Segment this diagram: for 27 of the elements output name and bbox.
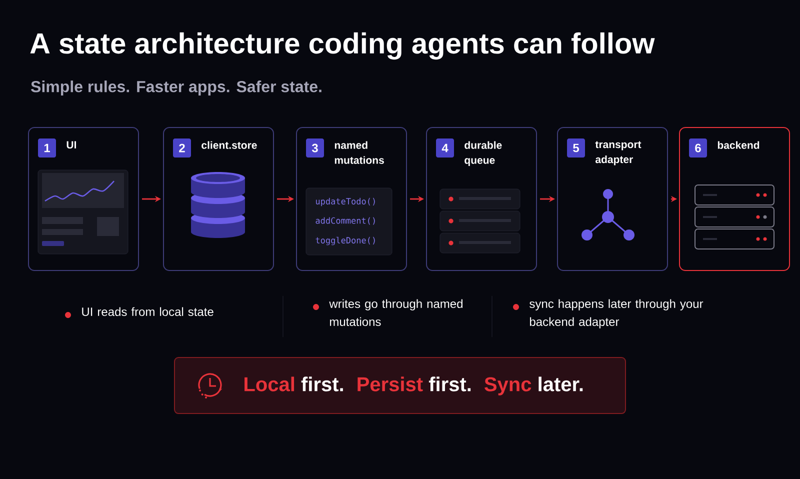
subtitle: Simple rules. Faster apps. Safer state. — [31, 80, 322, 96]
code-line: toggleDone() — [316, 236, 375, 246]
step-title: UI — [66, 141, 76, 149]
bullet-text: writes go through named mutations — [329, 299, 462, 326]
node-label: Local — [244, 376, 294, 392]
step-number-badge: 6 — [689, 138, 707, 158]
node-label: first. — [301, 376, 343, 392]
slogan: Local first. Persist first. Sync later. — [244, 376, 583, 396]
step-number-badge: 4 — [436, 138, 454, 158]
step-number-badge: 1 — [38, 138, 56, 158]
bullet-text: sync happens later through your backend adapter — [530, 299, 704, 328]
title: A state architecture coding agents can follow — [30, 32, 655, 60]
code-line: updateTodo() — [316, 198, 375, 206]
node-label: Persist — [358, 376, 423, 392]
code-line: addComment() — [316, 217, 375, 225]
node-label: Sync — [484, 377, 532, 396]
step-number-badge: 2 — [173, 138, 191, 158]
step-number-badge: 5 — [567, 138, 585, 158]
node-label: later. — [538, 376, 583, 392]
step-number-badge: 3 — [306, 138, 324, 158]
step-title: named mutations — [334, 141, 384, 164]
step-title: transport adapter — [595, 141, 642, 166]
bullet-text: UI reads from local state — [82, 307, 214, 316]
step-title: backend — [718, 141, 760, 149]
node-label: first. — [428, 376, 471, 392]
step-title: client.store — [202, 141, 257, 149]
step-title: durable queue — [464, 141, 502, 166]
